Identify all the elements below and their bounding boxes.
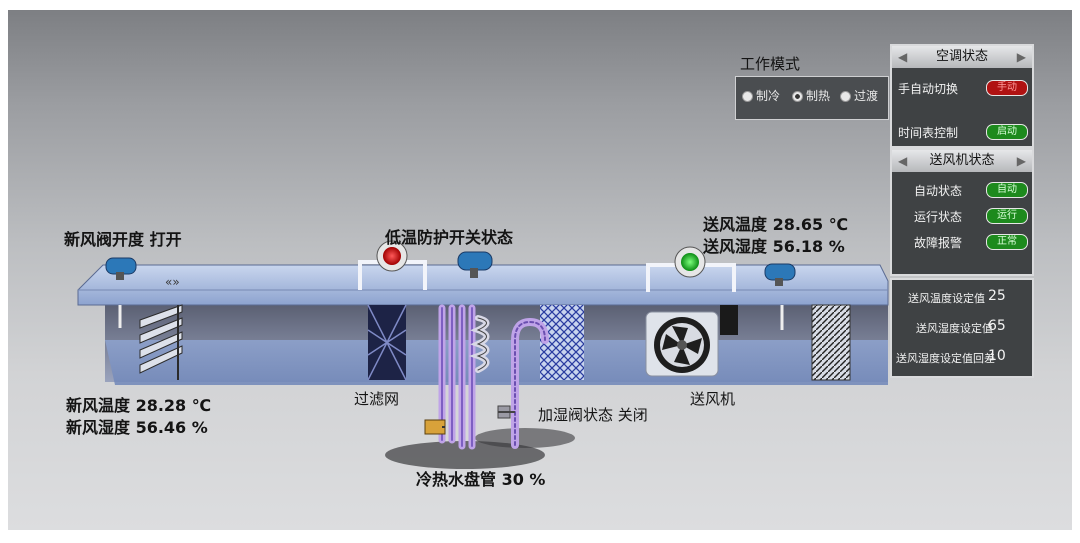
humidifier-valve-label: 加湿阀状态 关闭 [538,406,648,424]
fan-status-header: ◀ 送风机状态 ▶ [892,150,1032,172]
supply-sensor [764,263,796,286]
shadow [385,441,545,469]
frost-status-lamp [376,240,408,272]
ac-status-title: 空调状态 [935,49,988,64]
next-arrow-icon[interactable]: ▶ [1016,154,1026,168]
work-mode-selector: 制冷 制热 过渡 [735,76,889,120]
fresh-humidity-readout: 新风湿度 56.46 % [66,418,208,437]
prev-arrow-icon[interactable]: ◀ [898,50,908,64]
fan-status-panel: ◀ 送风机状态 ▶ 自动状态 自动 运行状态 运行 故障报警 正常 [890,148,1034,276]
filter-label: 过滤网 [354,390,400,408]
fan-motor [720,305,738,335]
supply-fan [645,311,719,377]
fan-row-label: 故障报警 [914,236,963,250]
fan-row-label: 运行状态 [914,210,963,224]
filter-mesh [367,304,407,381]
run-state-indicator: 运行 [986,208,1028,224]
setpoint-label: 送风湿度设定值回差 [896,352,995,365]
supply-status-lamp [674,246,706,278]
humidifier-valve [497,405,515,419]
duct-floor [105,340,888,385]
ac-row-label: 手自动切换 [898,82,959,96]
supply-humidity-setpoint[interactable]: 65 [988,318,1006,334]
next-arrow-icon[interactable]: ▶ [1016,50,1026,64]
ac-status-header: ◀ 空调状态 ▶ [892,46,1032,68]
radio-transition-label: 过渡 [854,89,879,103]
radio-heating[interactable] [792,91,803,102]
water-coil [438,304,490,450]
auto-state-indicator: 自动 [986,182,1028,198]
radio-transition[interactable] [840,91,851,102]
radio-cooling[interactable] [742,91,753,102]
schedule-indicator[interactable]: 启动 [986,124,1028,140]
damper-louvers [139,304,183,374]
radio-cooling-label: 制冷 [756,89,781,103]
fresh-air-valve-label: 新风阀开度 打开 [64,230,182,249]
ac-status-panel: ◀ 空调状态 ▶ 手自动切换 手动 时间表控制 启动 [890,44,1034,148]
setpoint-panel: 送风温度设定值 25 送风湿度设定值 65 送风湿度设定值回差 10 [890,278,1034,378]
humidifier-pipe [511,317,549,449]
radio-heating-label: 制热 [806,89,831,103]
frost-protection-label: 低温防护开关状态 [385,228,514,247]
frost-sensor [457,251,493,278]
fan-row-label: 自动状态 [914,184,963,198]
supply-fan-label: 送风机 [690,390,736,408]
fresh-air-sensor [105,257,137,280]
svg-text:«»: «» [165,275,180,289]
manual-auto-indicator[interactable]: 手动 [986,80,1028,96]
setpoint-label: 送风温度设定值 [908,292,985,305]
coil-label: 冷热水盘管 30 % [416,470,546,489]
shadow [475,428,575,448]
fault-alarm-indicator: 正常 [986,234,1028,250]
setpoint-label: 送风湿度设定值 [916,322,993,335]
supply-humidity-readout: 送风湿度 56.18 % [703,237,845,256]
supply-temp-setpoint[interactable]: 25 [988,288,1006,304]
ac-row-label: 时间表控制 [898,126,959,140]
supply-temp-readout: 送风温度 28.65 ℃ [703,215,849,234]
humidity-deadband-setpoint[interactable]: 10 [988,348,1006,364]
work-mode-title: 工作模式 [740,55,801,73]
fresh-temp-readout: 新风温度 28.28 ℃ [66,396,212,415]
fan-status-title: 送风机状态 [929,153,995,168]
outlet-grille [811,304,851,381]
prev-arrow-icon[interactable]: ◀ [898,154,908,168]
